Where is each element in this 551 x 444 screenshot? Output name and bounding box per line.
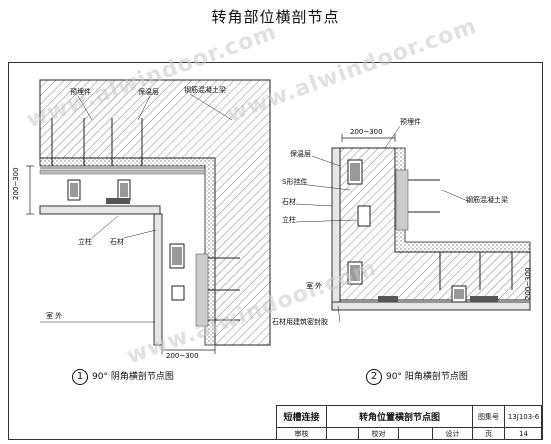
right-stone-horizontal [331,301,531,311]
title-block-page-no: 14 [505,428,543,440]
title-block-sheet-title: 转角位置横剖节点图 [327,406,473,428]
left-stone-horizontal [39,205,161,215]
label-insulation-right: 保温层 [290,150,311,158]
caption-left: 1 90° 阴角横剖节点图 [72,369,174,385]
label-stone-right: 石材 [282,198,296,206]
label-embed: 预埋件 [70,88,91,96]
right-detail [295,125,531,323]
caption-left-text: 90° 阴角横剖节点图 [92,372,174,382]
title-block-check-value [399,428,433,440]
caption-left-number: 1 [72,369,88,385]
dimension-vertical: 200~300 [12,167,20,200]
title-block-atlas-label: 图集号 [473,406,505,428]
drawing-sheet [8,62,543,440]
label-s-hook: S形挂件 [282,178,308,186]
title-block-review: 审核 [277,428,327,440]
right-insulation [394,147,531,253]
label-column-right: 立柱 [282,216,296,224]
left-detail [26,79,271,354]
caption-right: 2 90° 阳角横剖节点图 [366,369,468,385]
label-insulation: 保温层 [138,88,159,96]
dimension-top: 200~300 [350,128,383,136]
caption-right-text: 90° 阳角横剖节点图 [386,372,468,382]
title-block-page-label: 页 [473,428,505,440]
caption-right-number: 2 [366,369,382,385]
title-block-review-value [327,428,359,440]
right-column-2 [357,205,371,227]
label-outdoor: 室 外 [46,312,63,320]
label-concrete-beam-right: 钢筋混凝土梁 [466,196,508,204]
title-block-atlas-no: 13J103-6 [505,406,543,428]
label-sealant: 石材用建筑密封胶 [272,318,328,326]
dimension-right: 200~300 [524,267,532,300]
label-concrete-beam: 钢筋混凝土梁 [184,86,226,94]
left-insulation [39,157,216,346]
left-column-4 [171,285,185,301]
label-column: 立柱 [78,238,92,246]
title-block: 短槽连接 转角位置横剖节点图 图集号 13J103-6 审核 校对 设计 页 1… [276,405,543,440]
title-block-design: 设计 [433,428,473,440]
title-block-check: 校对 [359,428,399,440]
title-block-series: 短槽连接 [277,406,327,428]
label-embed-right: 预埋件 [400,118,421,126]
label-stone: 石材 [110,238,124,246]
dimension-horizontal: 200~300 [166,352,199,360]
left-stone-vertical [153,213,163,346]
page-title: 转角部位横剖节点 [211,8,340,26]
label-outdoor-right: 室 外 [306,282,323,290]
